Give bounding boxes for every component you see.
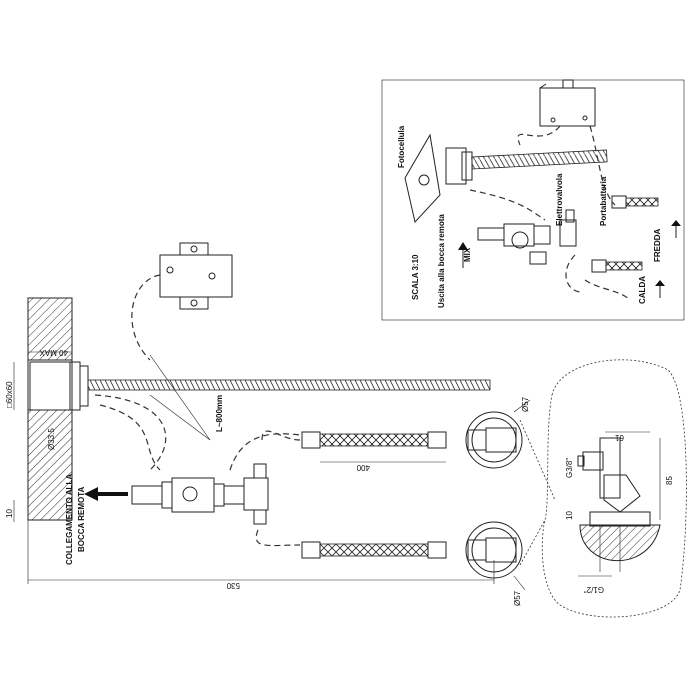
dim-10-left: 10 <box>5 509 14 518</box>
arrow-fredda <box>671 220 681 238</box>
label-l-800: L~800mm <box>215 395 224 432</box>
spiral-hose-inset <box>471 149 608 170</box>
detail-callout <box>541 359 687 618</box>
valve-top <box>465 399 531 469</box>
hose-cold-inset <box>611 195 659 209</box>
hose-hot-inset <box>591 259 643 273</box>
dim-85: 85 <box>665 476 674 485</box>
label-calda: CALDA <box>638 276 647 304</box>
dim-57-top: Ø57 <box>521 396 530 412</box>
dim-33-5: Ø33.5 <box>47 428 56 450</box>
tee-fitting <box>243 463 269 525</box>
dim-g38: G3/8" <box>565 458 574 478</box>
label-portabatteria: Portabatteria <box>599 176 608 226</box>
dim-60x60: □60x60 <box>5 381 14 408</box>
braided-hose-bottom <box>301 541 447 559</box>
arrow-calda <box>655 280 665 298</box>
label-mix: MIX <box>463 247 472 262</box>
inset-panel: Fotocellula Elettrovalvola Portabatteria… <box>381 79 685 321</box>
label-fotocellula: Fotocellula <box>397 125 406 168</box>
label-fredda: FREDDA <box>653 228 662 262</box>
battery-box-main <box>159 242 233 310</box>
arrow-mix <box>458 242 468 268</box>
dim-40max: 40 MAX <box>39 348 68 357</box>
dim-530: 530 <box>226 581 240 590</box>
label-uscita: Uscita alla bocca remota <box>437 214 446 308</box>
dim-61: 61 <box>615 433 624 442</box>
arrow-bocca-remota <box>84 487 128 501</box>
solenoid-valve-inset <box>477 209 577 265</box>
dim-g12: G1/2" <box>584 585 604 594</box>
label-scala: SCALA 3:10 <box>411 254 420 300</box>
inset-border <box>381 79 685 321</box>
wall-fitting <box>29 361 89 411</box>
label-elettrovalvola: Elettrovalvola <box>555 173 564 226</box>
dim-57-bottom: Ø57 <box>513 590 522 606</box>
battery-box-inset <box>539 79 596 127</box>
solenoid-valve-main <box>131 477 245 513</box>
label-collegamento: COLLEGAMENTO ALLA <box>65 474 74 565</box>
sensor-plate-inset <box>404 133 473 224</box>
dim-10-right: 10 <box>565 511 574 520</box>
detail-valve <box>577 437 661 572</box>
label-bocca-remota: BOCCA REMOTA <box>77 486 86 552</box>
dim-400: 400 <box>356 463 370 472</box>
braided-hose-top <box>301 431 447 449</box>
spiral-tube-main <box>87 379 491 391</box>
